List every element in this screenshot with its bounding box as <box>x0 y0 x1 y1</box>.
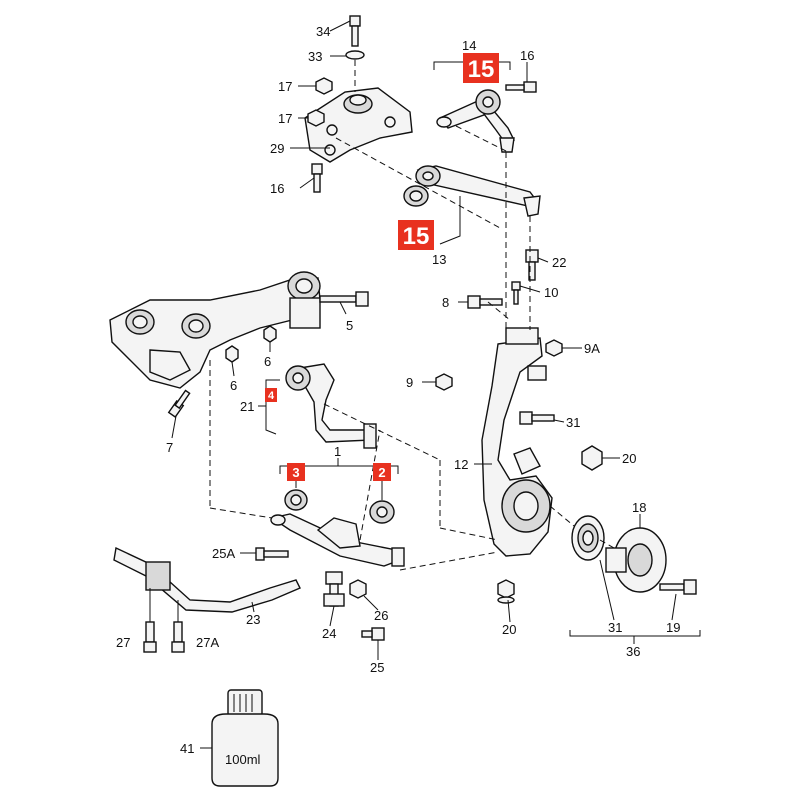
washer-33 <box>345 50 365 60</box>
nut-20-bottom <box>497 579 515 599</box>
nut-6-right <box>263 325 277 343</box>
nut-20-right <box>581 445 603 471</box>
label-7: 7 <box>166 440 173 455</box>
label-20-bottom: 20 <box>502 622 516 637</box>
bolt-25 <box>361 627 385 641</box>
fluid-bottle-41 <box>211 689 279 787</box>
label-41: 41 <box>180 741 194 756</box>
bolt-10 <box>511 281 521 305</box>
bolt-16-left <box>311 163 323 193</box>
badge-15-lower: 15 <box>398 220 434 250</box>
svg-text:15: 15 <box>403 223 430 250</box>
label-29: 29 <box>270 141 284 156</box>
badge-2: 2 <box>373 463 391 481</box>
label-10: 10 <box>544 285 558 300</box>
label-12: 12 <box>454 457 468 472</box>
label-6-left: 6 <box>230 378 237 393</box>
bushing-15-lower <box>403 185 429 207</box>
lower-arm-21 <box>285 363 377 449</box>
bolt-16-right <box>505 81 537 93</box>
nut-9a <box>545 339 563 357</box>
label-6-right: 6 <box>264 354 271 369</box>
label-13: 13 <box>432 252 446 267</box>
label-26: 26 <box>374 608 388 623</box>
bolt-7 <box>167 389 191 419</box>
assembly-lines <box>209 125 615 571</box>
label-9: 9 <box>406 375 413 390</box>
label-5: 5 <box>346 318 353 333</box>
nut-6-left <box>225 345 239 363</box>
label-23: 23 <box>246 612 260 627</box>
wheel-bearing-housing-12 <box>481 327 553 557</box>
label-27a: 27A <box>196 635 219 650</box>
badge-3: 3 <box>287 463 305 481</box>
label-14: 14 <box>462 38 476 53</box>
leader-lines <box>149 20 701 749</box>
label-24: 24 <box>322 626 336 641</box>
bolt-27 <box>143 621 157 653</box>
label-33: 33 <box>308 49 322 64</box>
nut-9 <box>435 373 453 391</box>
bolt-8 <box>467 295 503 309</box>
label-1: 1 <box>334 444 341 459</box>
link-24 <box>323 571 345 607</box>
badge-15-upper: 15 <box>463 53 499 83</box>
label-34: 34 <box>316 24 330 39</box>
label-36: 36 <box>626 644 640 659</box>
label-22: 22 <box>552 255 566 270</box>
nut-17-upper <box>315 77 333 95</box>
bottle-volume-label: 100ml <box>225 752 261 767</box>
label-9a: 9A <box>584 341 600 356</box>
label-8: 8 <box>442 295 449 310</box>
label-31-lower: 31 <box>608 620 622 635</box>
bolt-19 <box>659 579 697 595</box>
bolt-27a <box>171 621 185 653</box>
svg-text:3: 3 <box>292 465 299 480</box>
label-31-upper: 31 <box>566 415 580 430</box>
bushing-3 <box>284 489 308 511</box>
label-18: 18 <box>632 500 646 515</box>
label-16-left: 16 <box>270 181 284 196</box>
svg-text:15: 15 <box>468 56 495 83</box>
label-25: 25 <box>370 660 384 675</box>
label-19: 19 <box>666 620 680 635</box>
ball-joint <box>527 365 547 381</box>
label-17-lower: 17 <box>278 111 292 126</box>
badge-4: 4 <box>265 388 277 402</box>
subframe <box>109 271 321 389</box>
wheel-hub-18 <box>605 527 667 593</box>
label-16-right: 16 <box>520 48 534 63</box>
label-17-upper: 17 <box>278 79 292 94</box>
nut-26 <box>349 579 367 599</box>
upper-control-arm-13 <box>415 165 541 217</box>
lower-control-arm-1 <box>270 513 405 567</box>
stabilizer-bar-23 <box>113 546 301 613</box>
upper-mount-bracket <box>304 87 413 163</box>
label-27: 27 <box>116 635 130 650</box>
bolt-31-upper <box>519 411 555 425</box>
bolt-5 <box>319 291 369 307</box>
label-25a: 25A <box>212 546 235 561</box>
upper-control-arm-14 <box>436 89 515 153</box>
label-21: 21 <box>240 399 254 414</box>
bolt-22 <box>525 249 539 281</box>
bushing-2 <box>369 500 395 524</box>
wheel-bearing-31 <box>571 515 605 561</box>
bolt-34 <box>349 15 361 47</box>
svg-text:2: 2 <box>378 465 385 480</box>
label-20-right: 20 <box>622 451 636 466</box>
bolt-25a <box>255 547 289 561</box>
nut-17-lower <box>307 109 325 127</box>
svg-text:4: 4 <box>268 390 275 402</box>
